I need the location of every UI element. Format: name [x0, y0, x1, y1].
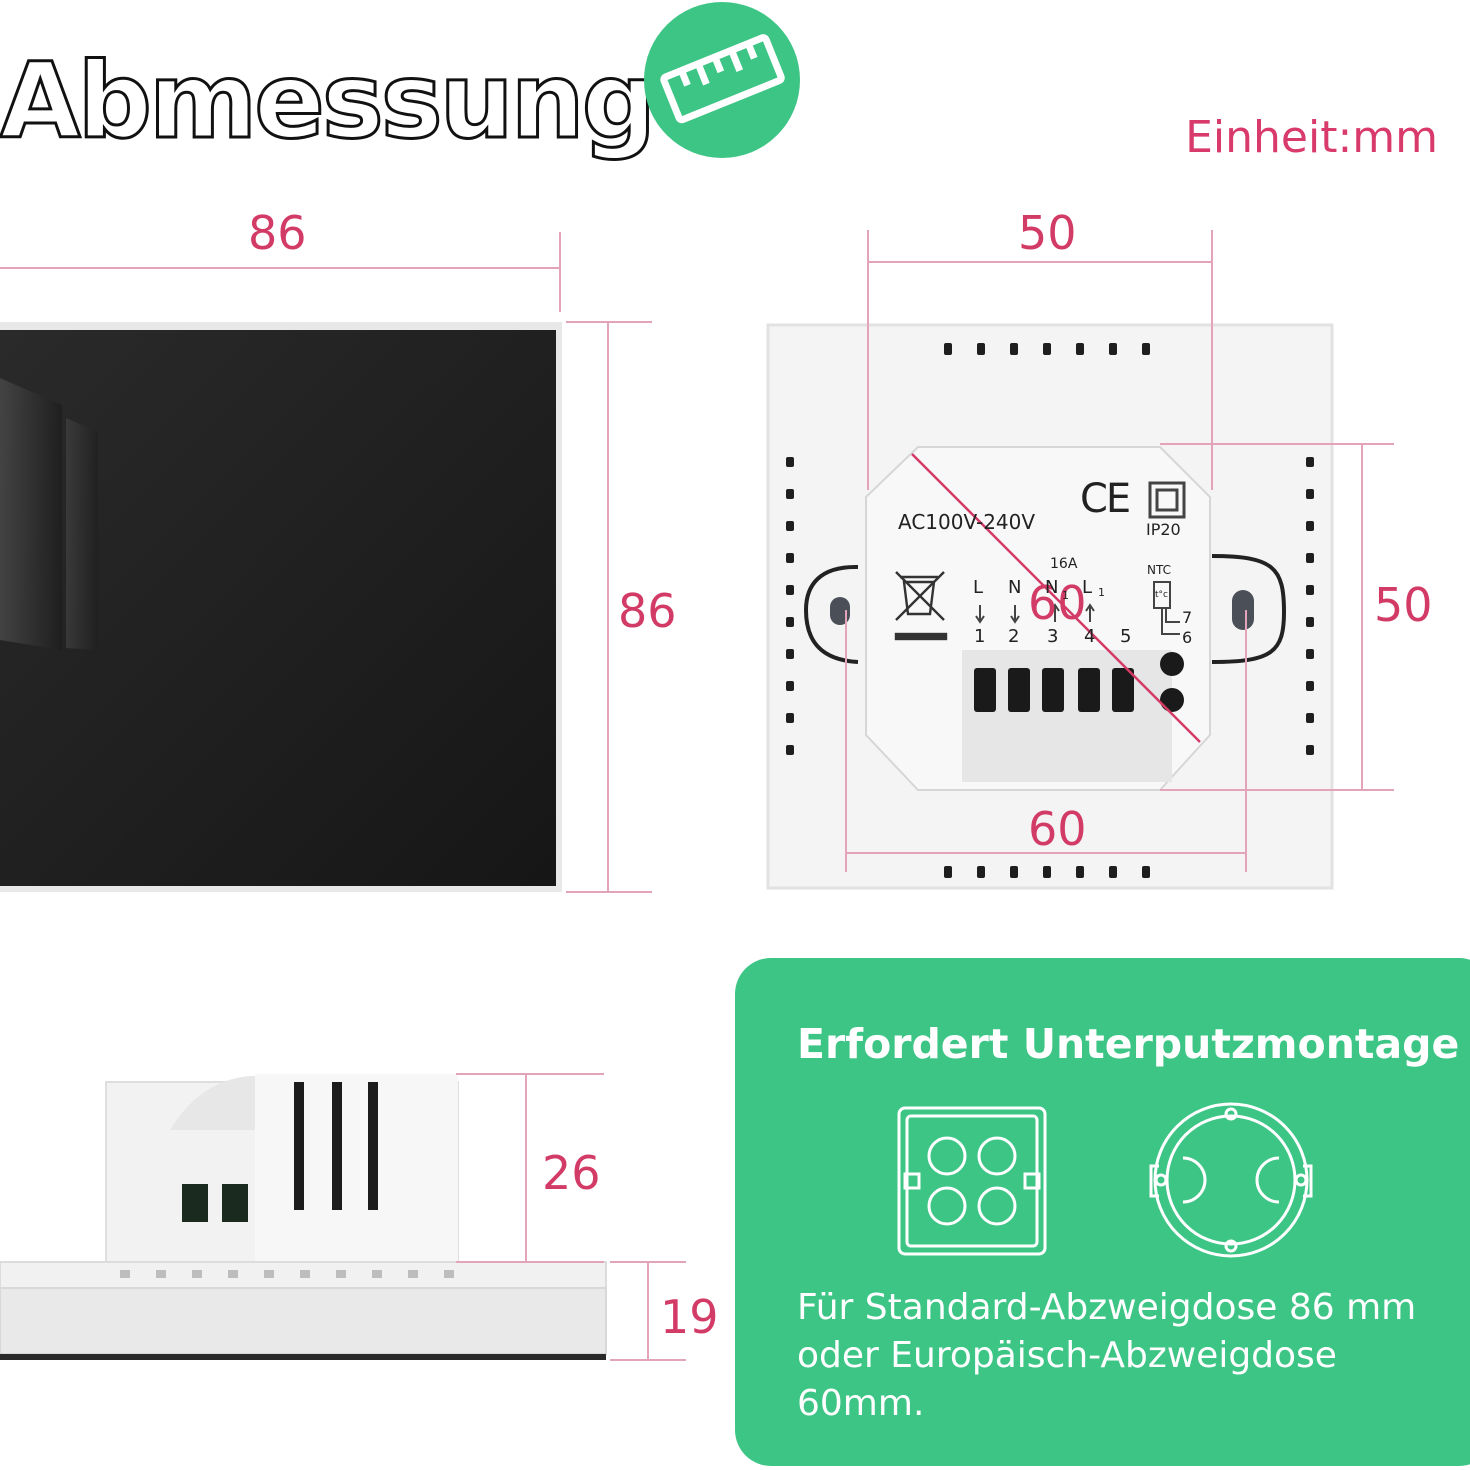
- back-bottom-width-label: 60: [1028, 802, 1087, 856]
- terminal-number: 3: [1047, 626, 1059, 647]
- terminal-letter: L: [973, 577, 984, 598]
- back-side-height-label: 50: [1374, 578, 1433, 632]
- ntc-pin: 7: [1182, 608, 1193, 627]
- card-description: Für Standard-Abzweigdose 86 mm oder Euro…: [797, 1287, 1417, 1424]
- terminal-number: 2: [1008, 626, 1020, 647]
- terminal-letter: L: [1082, 577, 1093, 598]
- voltage-label: AC100V-240V: [898, 510, 1036, 534]
- round-junction-box-icon: [1149, 1102, 1313, 1258]
- sensor-symbol: t°c: [1155, 590, 1168, 600]
- front-height-label: 86: [618, 584, 677, 638]
- disposal-bin-icon: [894, 571, 948, 641]
- sensor-label: NTC: [1147, 563, 1171, 577]
- current-rating: 16A: [1050, 556, 1078, 572]
- square-junction-box-icon: [897, 1106, 1047, 1256]
- front-width-label: 86: [248, 206, 307, 260]
- terminal-number: 5: [1120, 626, 1132, 647]
- card-heading: Erfordert Unterputzmontage: [797, 1020, 1460, 1068]
- page-title: Abmessung: [0, 39, 658, 164]
- terminal-letter: N: [1045, 577, 1059, 598]
- terminal-sub: 1: [1098, 586, 1105, 599]
- ce-mark: CE: [1080, 476, 1131, 522]
- plate-depth-label: 19: [660, 1290, 719, 1344]
- back-top-width-label: 50: [1018, 206, 1077, 260]
- back-diagonal-label: 60: [1028, 576, 1087, 630]
- terminal-number: 4: [1084, 626, 1096, 647]
- mounting-info-card: Erfordert Unterputzmontage Für Standard-…: [735, 958, 1470, 1466]
- terminal-letter: N: [1008, 577, 1022, 598]
- module-depth-label: 26: [542, 1146, 601, 1200]
- terminal-sub: 1: [1062, 589, 1069, 602]
- ntc-pin: 6: [1182, 628, 1193, 647]
- terminal-number: 1: [974, 626, 986, 647]
- ip-rating: IP20: [1146, 520, 1181, 539]
- unit-label: Einheit:mm: [1185, 112, 1438, 163]
